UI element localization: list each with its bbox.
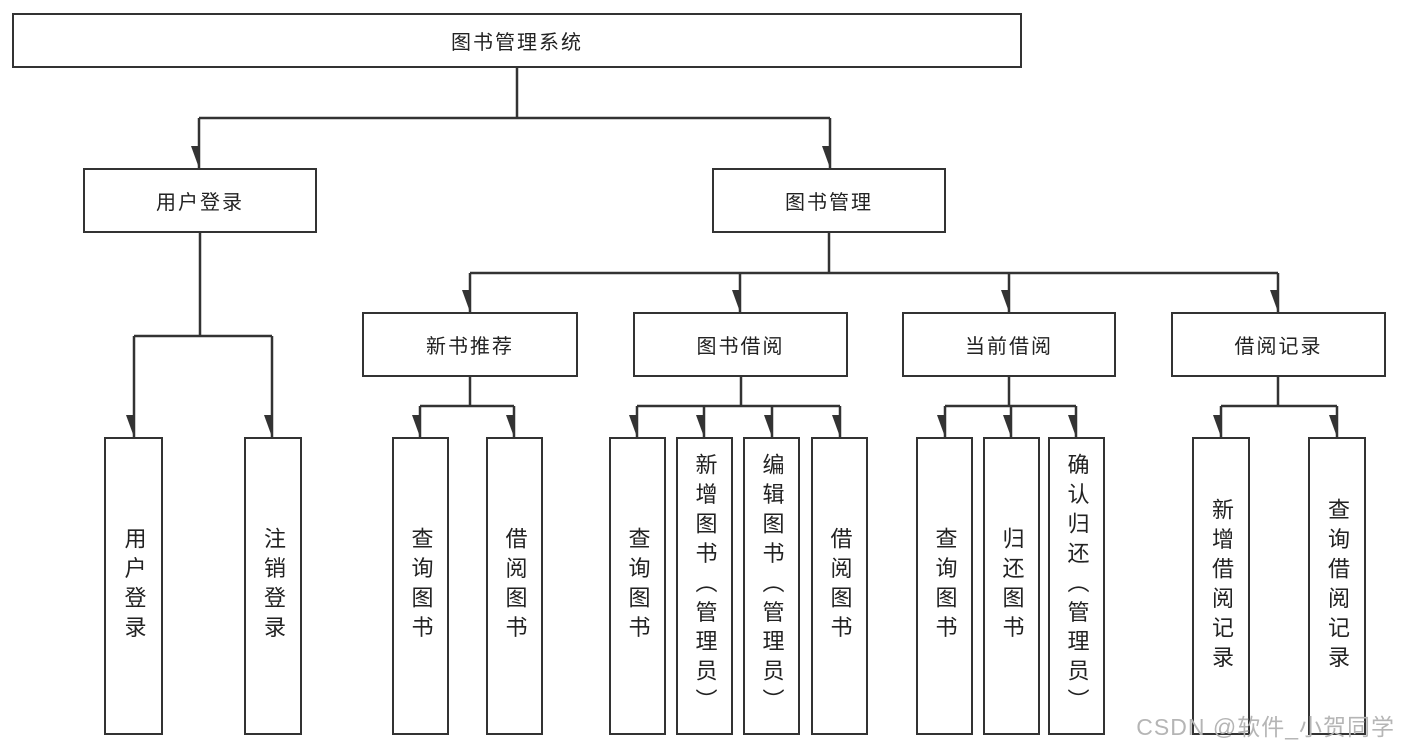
node-label: 新增图书（管理员）	[692, 453, 718, 719]
node-label: 确认归还（管理员）	[1064, 453, 1090, 719]
node-label: 新增借阅记录	[1209, 497, 1234, 675]
connector-current-borrow	[945, 377, 1078, 437]
node-label: 图书借阅	[696, 336, 785, 358]
node-label: 图书管理系统	[451, 32, 583, 54]
node-leaf-edit-books-admin: 编辑图书（管理员）	[743, 437, 800, 735]
node-book-mgmt-branch: 图书管理	[712, 168, 946, 233]
node-leaf-user-login: 用户登录	[104, 437, 163, 735]
node-label: 编辑图书（管理员）	[759, 453, 785, 719]
node-label: 用户登录	[121, 527, 147, 645]
node-label: 注销登录	[261, 527, 286, 645]
node-borrow-records: 借阅记录	[1171, 312, 1386, 377]
node-leaf-add-borrow-record: 新增借阅记录	[1192, 437, 1250, 735]
node-current-borrow: 当前借阅	[902, 312, 1116, 377]
node-leaf-query-books-1: 查询图书	[392, 437, 449, 735]
node-leaf-borrow-books-1: 借阅图书	[486, 437, 543, 735]
node-label: 当前借阅	[965, 336, 1053, 358]
node-label: 查询图书	[932, 527, 958, 645]
node-new-book-rec: 新书推荐	[362, 312, 578, 377]
node-leaf-query-books-2: 查询图书	[609, 437, 666, 735]
node-leaf-add-books-admin: 新增图书（管理员）	[676, 437, 733, 735]
connector-user-login	[134, 233, 274, 437]
node-leaf-borrow-books-2: 借阅图书	[811, 437, 868, 735]
node-leaf-logout: 注销登录	[244, 437, 302, 735]
node-user-login-branch: 用户登录	[83, 168, 317, 233]
node-leaf-query-books-3: 查询图书	[916, 437, 973, 735]
node-label: 查询借阅记录	[1325, 497, 1350, 675]
node-label: 用户登录	[156, 192, 244, 214]
connector-root	[199, 68, 832, 168]
connector-book-mgmt	[470, 233, 1280, 312]
node-label: 借阅图书	[502, 527, 528, 645]
node-label: 归还图书	[999, 527, 1025, 645]
node-leaf-query-borrow-record: 查询借阅记录	[1308, 437, 1366, 735]
node-leaf-return-books: 归还图书	[983, 437, 1040, 735]
node-system-root: 图书管理系统	[12, 13, 1022, 68]
node-label: 借阅记录	[1234, 336, 1323, 358]
node-book-borrow: 图书借阅	[633, 312, 848, 377]
node-label: 查询图书	[625, 527, 651, 645]
csdn-watermark: CSDN @软件_小贺同学	[1136, 714, 1395, 740]
node-label: 图书管理	[785, 192, 873, 214]
node-label: 查询图书	[408, 527, 434, 645]
node-label: 新书推荐	[426, 336, 514, 358]
connector-borrow-records	[1221, 377, 1339, 437]
node-label: 借阅图书	[827, 527, 853, 645]
connector-new-book	[420, 377, 516, 437]
node-leaf-confirm-return-admin: 确认归还（管理员）	[1048, 437, 1105, 735]
connector-book-borrow	[637, 377, 842, 437]
